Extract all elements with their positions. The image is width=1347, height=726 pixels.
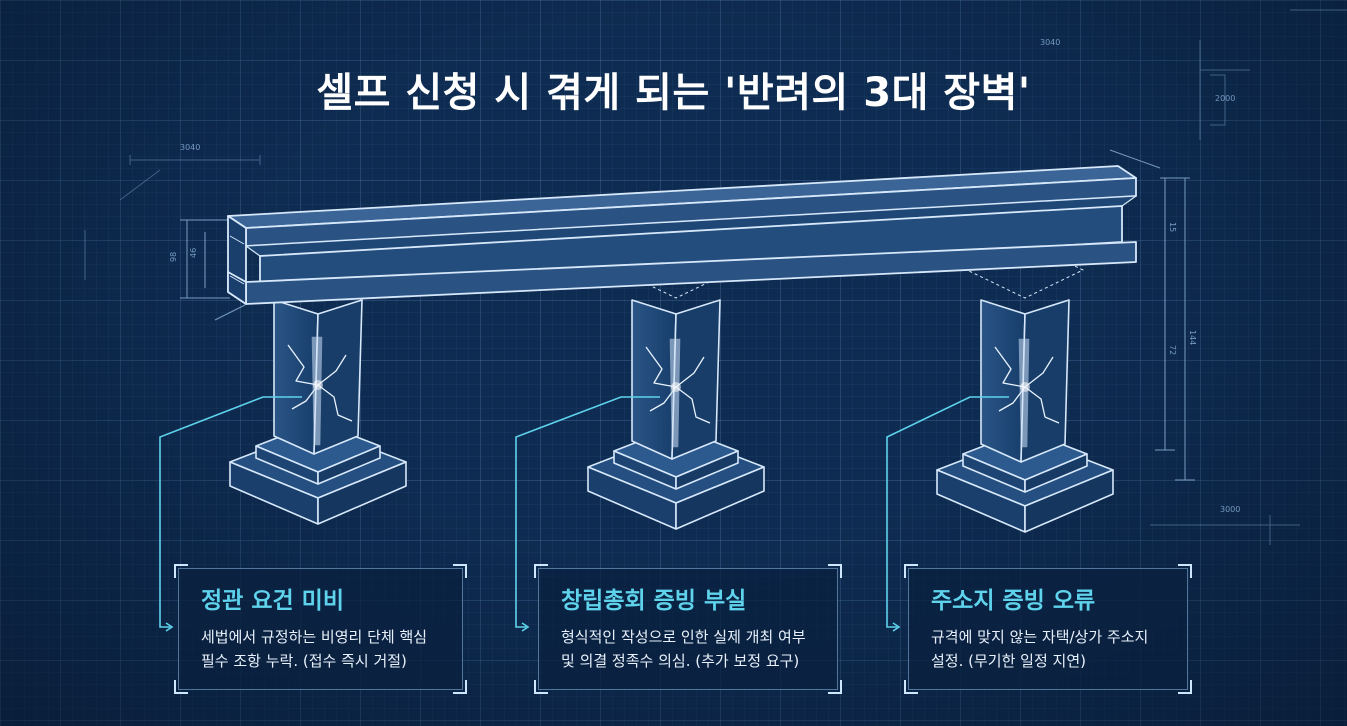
- connector-pillar-right: [886, 396, 1009, 632]
- barrier-desc-line1: 규격에 맞지 않는 자택/상가 주소지: [931, 628, 1149, 646]
- barrier-title: 창립총회 증빙 부실: [561, 588, 747, 614]
- svg-text:144: 144: [1188, 330, 1197, 345]
- connector-pillar-left: [159, 396, 302, 632]
- svg-text:2000: 2000: [1215, 94, 1235, 103]
- barrier-title: 정관 요건 미비: [201, 588, 344, 614]
- barrier-desc-line2: 설정. (무기한 일정 지연): [931, 652, 1086, 670]
- barrier-card-address: 주소지 증빙 오류 규격에 맞지 않는 자택/상가 주소지 설정. (무기한 일…: [904, 564, 1192, 694]
- svg-text:3000: 3000: [1220, 505, 1240, 514]
- barrier-desc-line1: 형식적인 작성으로 인한 실제 개최 여부: [561, 628, 806, 646]
- svg-text:72: 72: [1168, 345, 1177, 355]
- svg-text:46: 46: [189, 248, 198, 258]
- svg-text:3040: 3040: [180, 143, 200, 152]
- svg-text:15: 15: [1168, 222, 1177, 232]
- connector-pillar-center: [515, 396, 660, 632]
- svg-text:98: 98: [169, 252, 178, 262]
- barrier-title: 주소지 증빙 오류: [931, 588, 1096, 614]
- steel-beam: [227, 165, 1137, 305]
- pillar-center: [587, 241, 765, 530]
- barrier-desc-line2: 및 의결 정족수 의심. (추가 보정 요구): [561, 652, 800, 670]
- pillar-right: [936, 241, 1114, 533]
- dimension-lines: [180, 149, 1195, 481]
- svg-text:3040: 3040: [1040, 38, 1060, 47]
- dimension-labels: 15 144 72 98 46 2000 3040 3040 3000: [169, 38, 1240, 514]
- barrier-desc-line2: 필수 조항 누락. (접수 즉시 거절): [201, 652, 407, 670]
- barrier-card-general-meeting: 창립총회 증빙 부실 형식적인 작성으로 인한 실제 개최 여부 및 의결 정족…: [534, 564, 842, 694]
- pillar-left: [229, 241, 407, 525]
- schematic-marks: [84, 9, 1347, 545]
- page-title: 셀프 신청 시 겪게 되는 '반려의 3대 장벽': [316, 70, 1031, 116]
- barrier-card-articles: 정관 요건 미비 세법에서 규정하는 비영리 단체 핵심 필수 조항 누락. (…: [174, 564, 467, 694]
- barrier-desc-line1: 세법에서 규정하는 비영리 단체 핵심: [201, 628, 428, 646]
